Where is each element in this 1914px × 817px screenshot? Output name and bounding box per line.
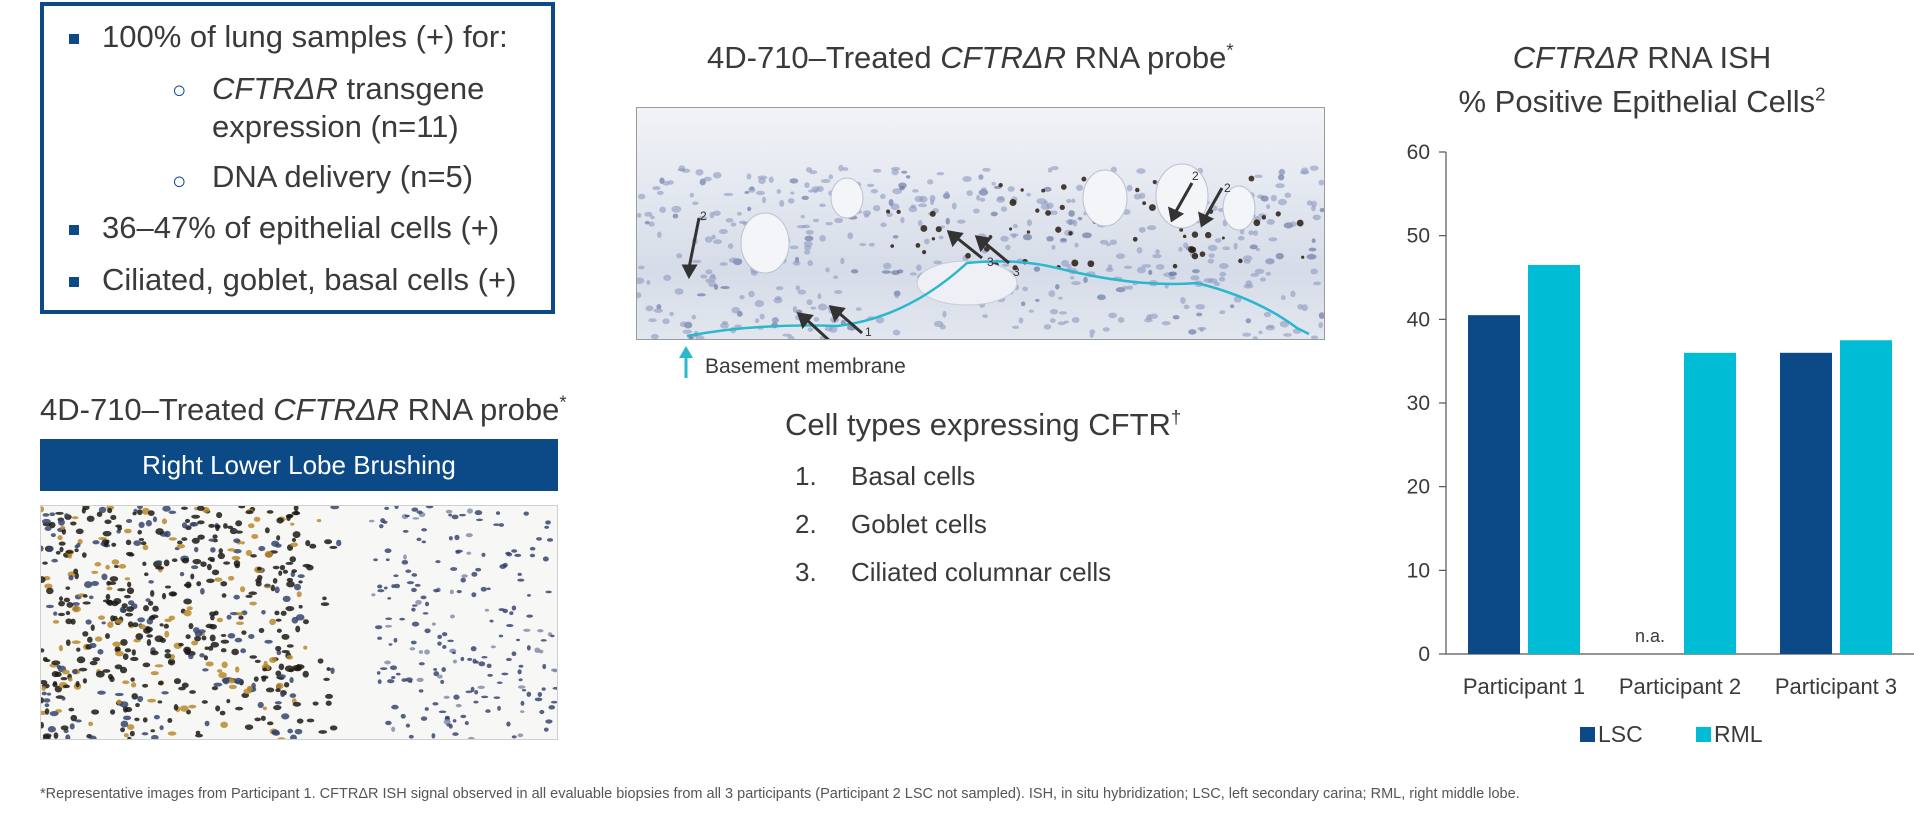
chart-title: CFTRΔR RNA ISH <box>1375 40 1909 76</box>
sub-bullet-transgene-text: transgene <box>337 71 485 106</box>
bar-rml <box>1684 352 1736 654</box>
cell-types-title-text: Cell types expressing CFTR <box>785 407 1171 442</box>
sub-bullet-transgene: CFTRΔR transgene <box>212 70 484 108</box>
arrow-label: 2 <box>700 209 707 223</box>
brushing-band: Right Lower Lobe Brushing <box>40 439 558 491</box>
bar-rml <box>1840 340 1892 654</box>
chart-title-rest: RNA ISH <box>1638 40 1772 75</box>
bar-rml <box>1528 264 1580 654</box>
gene-name: CFTRΔR <box>212 71 338 106</box>
basement-membrane-label: Basement membrane <box>705 355 906 378</box>
tissue-micrograph: 2 2 2 3 3 1 <box>633 107 1326 345</box>
bullet-lung-samples: 100% of lung samples (+) for: <box>102 19 508 54</box>
arrow-label: 3 <box>1013 265 1020 279</box>
brushing-micrograph-svg <box>37 504 560 742</box>
y-tick-label: 60 <box>1407 141 1430 164</box>
arrow-label: 2 <box>1224 181 1231 195</box>
cell-types-title: Cell types expressing CFTR† <box>785 407 1181 443</box>
bullet-epithelial: 36–47% of epithelial cells (+) <box>102 210 500 245</box>
footnote: *Representative images from Participant … <box>40 786 1520 802</box>
y-tick-label: 20 <box>1407 476 1430 499</box>
left-title-gene: CFTRΔR <box>273 392 400 427</box>
left-title-sup: * <box>559 391 567 413</box>
bullet-marker <box>69 277 79 287</box>
chart-subtitle-sup: 2 <box>1815 83 1826 105</box>
middle-panel-title: 4D-710–Treated CFTRΔR RNA probe* <box>707 40 1234 76</box>
left-panel-title: 4D-710–Treated CFTRΔR RNA probe* <box>40 392 567 428</box>
cell-type-label: Goblet cells <box>851 509 987 539</box>
bullet-marker <box>69 225 79 235</box>
brushing-micrograph <box>37 504 560 742</box>
legend-label: LSC <box>1598 721 1643 747</box>
x-tick-label: Participant 3 <box>1775 674 1897 699</box>
middle-title-post: RNA probe <box>1066 40 1227 75</box>
arrow-label: 2 <box>1192 169 1199 183</box>
legend-label: RML <box>1714 721 1763 747</box>
chart-subtitle: % Positive Epithelial Cells2 <box>1375 84 1909 120</box>
middle-title-sup: * <box>1226 39 1234 61</box>
na-label: n.a. <box>1635 626 1665 646</box>
cell-type-number: 1. <box>795 461 817 491</box>
legend-swatch <box>1696 727 1711 742</box>
y-tick-label: 50 <box>1407 225 1430 248</box>
sub-bullet-transgene-line2: expression (n=11) <box>212 109 459 144</box>
arrow-label: 1 <box>865 325 872 339</box>
left-title-post: RNA probe <box>399 392 560 427</box>
legend-swatch <box>1580 727 1595 742</box>
sub-bullet-dna: DNA delivery (n=5) <box>212 159 474 194</box>
summary-box: 100% of lung samples (+) for: ○ CFTRΔR t… <box>40 2 555 314</box>
middle-title-gene: CFTRΔR <box>940 40 1067 75</box>
cell-type-label: Basal cells <box>851 461 976 491</box>
cell-type-label: Ciliated columnar cells <box>851 557 1112 587</box>
cell-type-number: 2. <box>795 509 817 539</box>
cell-types-title-sup: † <box>1170 406 1182 428</box>
bullet-marker <box>69 34 79 44</box>
y-tick-label: 10 <box>1407 559 1430 582</box>
y-tick-label: 40 <box>1407 308 1430 331</box>
x-tick-label: Participant 2 <box>1619 674 1741 699</box>
basement-membrane-arrow-icon <box>679 346 693 378</box>
tissue-micrograph-svg: 2 2 2 3 3 1 <box>633 108 1326 345</box>
bullet-cell-types: Ciliated, goblet, basal cells (+) <box>102 262 517 297</box>
sub-bullet-marker: ○ <box>172 77 187 104</box>
y-tick-label: 0 <box>1418 643 1430 666</box>
sub-bullet-marker: ○ <box>172 168 187 195</box>
bar-lsc <box>1468 315 1520 654</box>
bar-lsc <box>1780 352 1832 654</box>
chart-title-gene: CFTRΔR <box>1512 40 1639 75</box>
middle-title-pre: 4D-710–Treated <box>707 40 941 75</box>
left-title-pre: 4D-710–Treated <box>40 392 274 427</box>
x-tick-label: Participant 1 <box>1463 674 1585 699</box>
cell-type-number: 3. <box>795 557 817 587</box>
chart-subtitle-text: % Positive Epithelial Cells <box>1458 84 1816 119</box>
y-tick-label: 30 <box>1407 392 1430 415</box>
arrow-label: 3 <box>987 255 994 269</box>
